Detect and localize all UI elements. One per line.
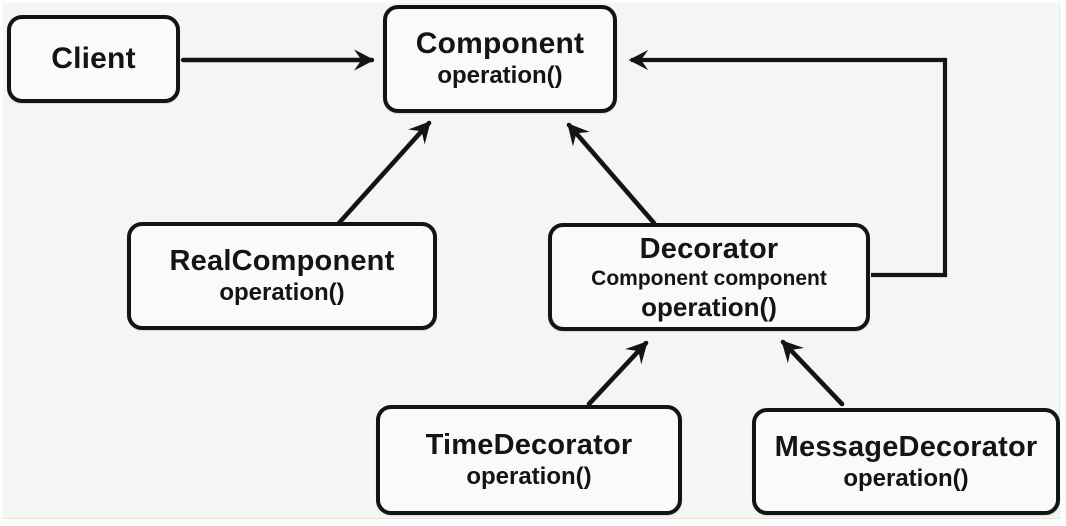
class-method: operation() <box>437 62 563 89</box>
class-name: TimeDecorator <box>425 429 633 461</box>
class-box-decorator: Decorator Component component operation(… <box>548 223 870 331</box>
class-box-realcomponent: RealComponent operation() <box>127 222 437 330</box>
class-box-component: Component operation() <box>383 5 617 113</box>
class-name: Client <box>51 42 136 75</box>
class-method: operation() <box>641 292 777 322</box>
class-method: operation() <box>843 464 969 492</box>
class-box-messagedecorator: MessageDecorator operation() <box>752 408 1060 515</box>
class-method: operation() <box>219 279 345 306</box>
class-method: operation() <box>466 463 592 490</box>
class-field: Component component <box>591 267 827 290</box>
class-name: Decorator <box>639 233 779 265</box>
class-box-client: Client <box>7 15 180 103</box>
class-name: RealComponent <box>169 245 395 277</box>
class-box-timedecorator: TimeDecorator operation() <box>376 405 682 515</box>
class-name: Component <box>415 27 585 60</box>
class-name: MessageDecorator <box>774 430 1038 463</box>
